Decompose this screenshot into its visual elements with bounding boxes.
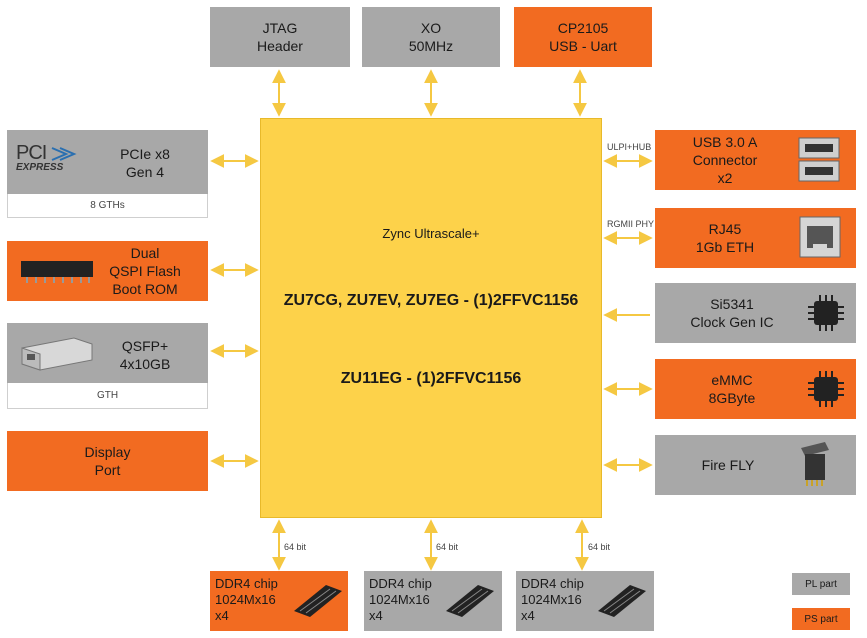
ddr-label-2: DDR4 chip 1024Mx16 x4 xyxy=(369,576,432,623)
pcie-label: PCIe x8 Gen 4 xyxy=(120,146,170,180)
emmc-chip-icon xyxy=(808,371,844,407)
emmc-label: eMMC 8GByte xyxy=(708,372,756,406)
rj45-jack-icon xyxy=(799,216,841,258)
usb-label: USB 3.0 A Connector x2 xyxy=(692,134,758,186)
fpga-family: Zync Ultrascale+ xyxy=(382,226,480,241)
qsfp-module-icon xyxy=(21,337,93,371)
cp2105-box: CP2105 USB - Uart xyxy=(514,7,652,67)
fpga-chip xyxy=(260,118,602,518)
xo-box: XO 50MHz xyxy=(362,7,500,67)
pcie-sub: 8 GTHs xyxy=(7,194,208,218)
ddr-label-1: DDR4 chip 1024Mx16 x4 xyxy=(215,576,278,623)
pcie-chevron-icon xyxy=(51,147,77,161)
qsfp-label: QSFP+ 4x10GB xyxy=(119,338,171,372)
pcie-box xyxy=(7,130,208,194)
ddr-label-3: DDR4 chip 1024Mx16 x4 xyxy=(521,576,584,623)
fpga-parts-2: ZU11EG - (1)2FFVC1156 xyxy=(340,370,522,387)
bus-label-1: 64 bit xyxy=(284,542,307,552)
usb-connector-icon xyxy=(798,137,840,182)
rj45-label: RJ45 1Gb ETH xyxy=(695,221,755,255)
usb-link-label: ULPI+HUB xyxy=(607,142,652,152)
bus-label-3: 64 bit xyxy=(588,542,611,552)
pcie-logo-top: PCI xyxy=(16,142,47,164)
si5341-label: Si5341 Clock Gen IC xyxy=(690,296,774,330)
qsfp-sub: GTH xyxy=(7,383,208,409)
flash-chip-icon xyxy=(21,261,93,283)
legend-pl: PL part xyxy=(792,573,850,595)
bus-label-2: 64 bit xyxy=(436,542,459,552)
ddr-chip-icon-3 xyxy=(598,585,646,617)
legend-ps: PS part xyxy=(792,608,850,630)
ddr-chip-icon-2 xyxy=(446,585,494,617)
qspi-label: Dual QSPI Flash Boot ROM xyxy=(109,245,181,297)
pcie-logo: PCI EXPRESS xyxy=(16,142,86,176)
pcie-logo-bottom: EXPRESS xyxy=(16,162,64,173)
fpga-parts-1: ZU7CG, ZU7EV, ZU7EG - (1)2FFVC1156 xyxy=(283,292,579,309)
rj45-link-label: RGMII PHY xyxy=(607,219,655,229)
firefly-connector-icon xyxy=(801,442,829,486)
display-port-box: Display Port xyxy=(7,431,208,491)
firefly-label: Fire FLY xyxy=(701,457,755,473)
jtag-header-box: JTAG Header xyxy=(210,7,350,67)
ddr-chip-icon-1 xyxy=(294,585,342,617)
clock-chip-icon xyxy=(808,295,844,331)
